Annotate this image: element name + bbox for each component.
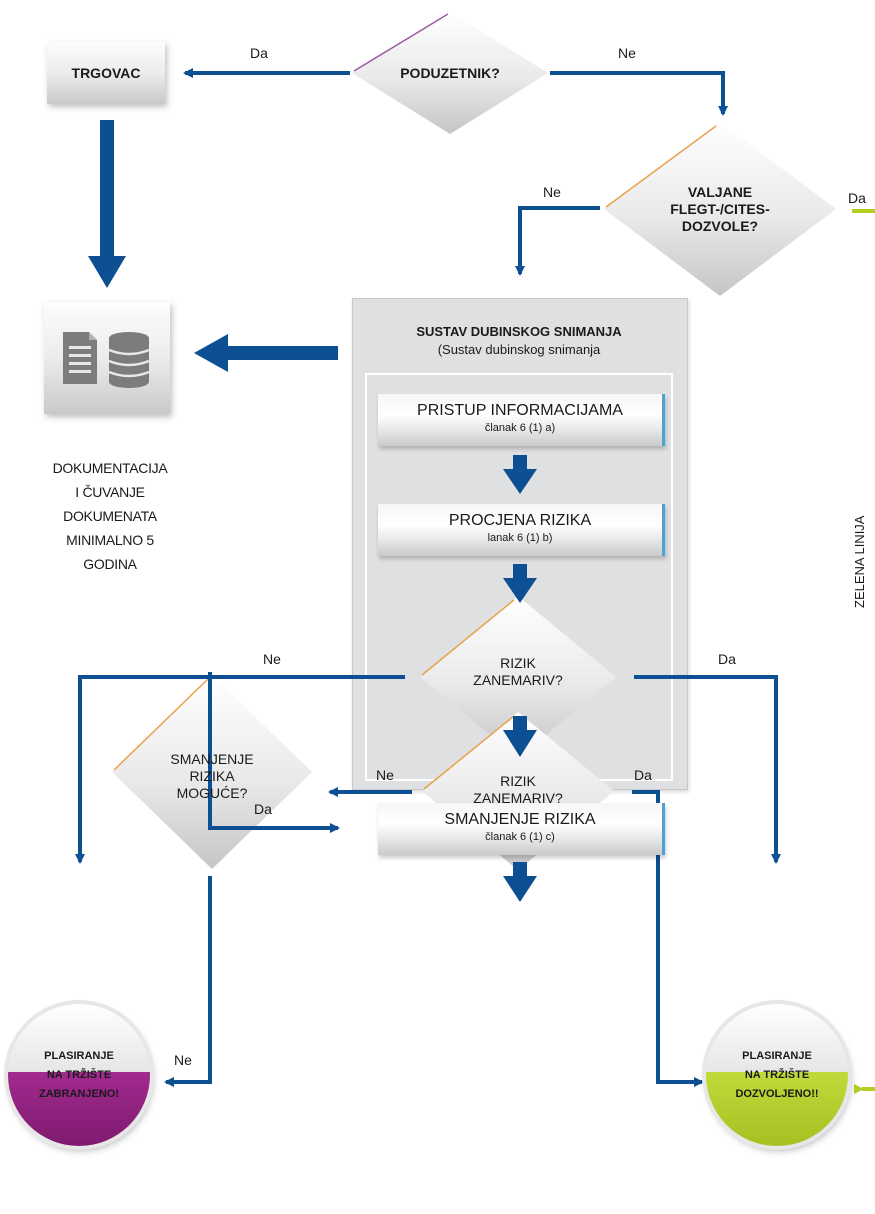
outcome-zabranjeno-fill: [8, 1072, 150, 1146]
doc-line-1: DOKUMENTACIJA: [52, 460, 168, 476]
node-documentation-storage: [44, 302, 170, 414]
thick-arrow-down-trgovac: [88, 120, 126, 288]
dozvoljeno-line-1: PLASIRANJE: [742, 1049, 812, 1062]
diamond-poduzetnik: [352, 12, 548, 134]
node-trgovac: TRGOVAC: [47, 42, 165, 104]
doc-line-4: MINIMALNO 5: [66, 532, 154, 548]
moguce-line-3: MOGUĆE?: [176, 784, 248, 801]
edge-poduzetnik-ne: [550, 71, 728, 116]
document-icon: [63, 332, 97, 384]
step-procjena-rizika: PROCJENA RIZIKA lanak 6 (1) b): [378, 504, 665, 556]
outcome-dozvoljeno-fill: [706, 1072, 848, 1146]
label-valjane-da: Da: [848, 190, 866, 206]
doc-line-3: DOKUMENATA: [63, 508, 157, 524]
moguce-line-1: SMANJENJE: [170, 750, 254, 767]
edge-valjane-ne: [515, 206, 600, 276]
label-rizik1-ne: Ne: [263, 651, 281, 667]
label-poduzetnik-da: Da: [250, 45, 268, 61]
zabranjeno-line-3: ZABRANJENO!: [38, 1087, 120, 1100]
thick-arrow-left-docs: [194, 334, 338, 372]
label-valjane-ne: Ne: [543, 184, 561, 200]
edge-rizik1-da: [634, 675, 781, 864]
step-smanjenje-rizika: SMANJENJE RIZIKA članak 6 (1) c): [378, 803, 665, 855]
outcome-zabranjeno-text: PLASIRANJE NA TRŽIŠTE ZABRANJENO!: [8, 1004, 150, 1146]
documentation-text: DOKUMENTACIJA I ČUVANJE DOKUMENATA MINIM…: [30, 456, 190, 576]
moguce-label: SMANJENJE RIZIKA MOGUĆE?: [142, 748, 282, 804]
documentation-icons: [63, 332, 150, 388]
outcome-dozvoljeno-text: PLASIRANJE NA TRŽIŠTE DOZVOLJENO!!: [706, 1004, 848, 1146]
step-procjena-title: PROCJENA RIZIKA: [448, 512, 592, 529]
due-diligence-subtitle: (Sustav dubinskog snimanja: [437, 342, 601, 357]
moguce-line-2: RIZIKA: [189, 767, 235, 784]
thick-arrow-pristup-procjena: [503, 455, 537, 494]
zabranjeno-line-2: NA TRŽIŠTE: [46, 1068, 112, 1081]
valjane-line-3: DOZVOLE?: [681, 217, 759, 234]
outcome-dozvoljeno-top: [706, 1004, 848, 1073]
valjane-line-2: FLEGT-/CITES-: [670, 200, 770, 217]
outcome-zabranjeno: PLASIRANJE NA TRŽIŠTE ZABRANJENO!: [8, 1004, 150, 1146]
rizik1-line-1: RIZIK: [500, 655, 536, 671]
edge-moguce-da: [208, 672, 340, 833]
label-moguce-da: Da: [254, 801, 272, 817]
diamond-valjane: [604, 122, 836, 296]
outcome-dozvoljeno: PLASIRANJE NA TRŽIŠTE DOZVOLJENO!!: [706, 1004, 848, 1146]
step-pristup-informacijama: PRISTUP INFORMACIJAMA članak 6 (1) a): [378, 394, 665, 446]
dozvoljeno-line-2: NA TRŽIŠTE: [744, 1068, 810, 1081]
label-moguce-ne: Ne: [174, 1052, 192, 1068]
thick-arrow-procjena-rizik1: [503, 564, 537, 603]
edge-rizik2-da: [632, 790, 704, 1087]
trgovac-label: TRGOVAC: [71, 65, 141, 81]
zelena-linija-label: ZELENA LINIJA: [852, 515, 867, 608]
dozvoljeno-line-3: DOZVOLJENO!!: [735, 1087, 819, 1100]
doc-line-2: I ČUVANJE: [75, 484, 145, 500]
rizik1-line-2: ZANEMARIV?: [473, 672, 563, 688]
label-rizik2-ne: Ne: [376, 767, 394, 783]
label-rizik1-da: Da: [718, 651, 736, 667]
rizik2-label: RIZIK ZANEMARIV?: [448, 770, 588, 810]
valjane-line-1: VALJANE: [687, 183, 753, 200]
thick-arrow-rizik1-smanjenje: [503, 716, 537, 757]
step-pristup-title: PRISTUP INFORMACIJAMA: [417, 402, 623, 419]
step-pristup-ref: članak 6 (1) a): [484, 422, 556, 434]
step-procjena-ref: lanak 6 (1) b): [487, 532, 553, 544]
step-smanjenje-title: SMANJENJE RIZIKA: [444, 811, 596, 828]
edge-rizik1-ne: [75, 675, 405, 864]
label-poduzetnik-ne: Ne: [618, 45, 636, 61]
label-rizik2-da: Da: [634, 767, 652, 783]
rizik2-line-1: RIZIK: [500, 773, 536, 789]
rizik1-label: RIZIK ZANEMARIV?: [448, 652, 588, 692]
poduzetnik-label: PODUZETNIK?: [400, 64, 500, 81]
database-icon: [108, 332, 150, 388]
doc-line-5: GODINA: [83, 556, 137, 572]
edge-moguce-ne: [164, 876, 212, 1087]
step-smanjenje-ref: članak 6 (1) c): [485, 831, 555, 843]
outcome-zabranjeno-top: [8, 1004, 150, 1073]
zabranjeno-line-1: PLASIRANJE: [44, 1049, 114, 1062]
due-diligence-title: SUSTAV DUBINSKOG SNIMANJA: [416, 324, 622, 339]
valjane-label: VALJANE FLEGT-/CITES- DOZVOLE?: [640, 176, 800, 242]
thick-arrow-smanjenje-rizik2: [503, 862, 537, 902]
diamond-rizik1-front: [420, 596, 616, 758]
rizik2-line-2: ZANEMARIV?: [473, 790, 563, 806]
